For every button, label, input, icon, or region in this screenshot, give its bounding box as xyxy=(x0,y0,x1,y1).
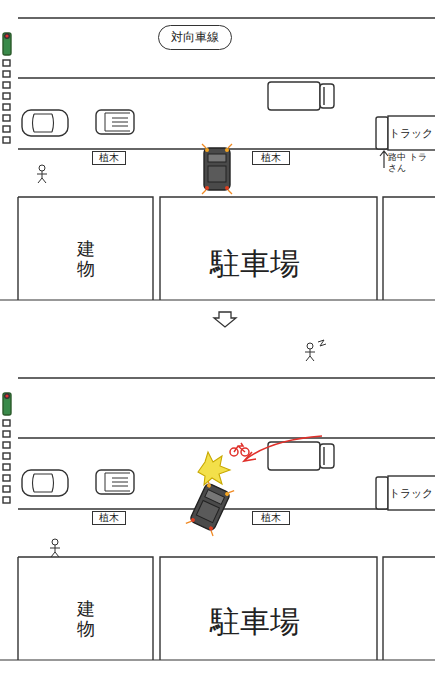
node-text: 対向車線 xyxy=(171,29,219,46)
node-text: トラック xyxy=(389,486,433,501)
hedge-box: 植木 xyxy=(252,511,290,525)
node-text: トラック xyxy=(389,126,433,141)
parking-area: 駐車場 xyxy=(180,240,330,288)
building-area: 建物 xyxy=(72,228,100,290)
lane-bubble: 対向車線 xyxy=(158,25,232,50)
hedge-box: 植木 xyxy=(92,151,126,165)
node-text: 植木 xyxy=(261,153,281,163)
parking-area: 駐車場 xyxy=(180,598,330,646)
building-area: 建物 xyxy=(72,588,100,650)
note-text: 路中 トラさん xyxy=(388,152,427,173)
hedge-box: 植木 xyxy=(92,511,126,525)
node-text: 駐車場 xyxy=(210,602,300,643)
note-label: 路中 トラさん xyxy=(388,152,432,174)
hedge-box: 植木 xyxy=(252,151,290,165)
truck-box: トラック xyxy=(388,117,434,149)
node-text: 植木 xyxy=(261,513,281,523)
truck-box: トラック xyxy=(388,477,434,509)
node-text: 植木 xyxy=(99,153,119,163)
node-text: 建物 xyxy=(77,239,95,279)
node-text: 建物 xyxy=(77,599,95,639)
node-text: 駐車場 xyxy=(210,244,300,285)
node-text: 植木 xyxy=(99,513,119,523)
